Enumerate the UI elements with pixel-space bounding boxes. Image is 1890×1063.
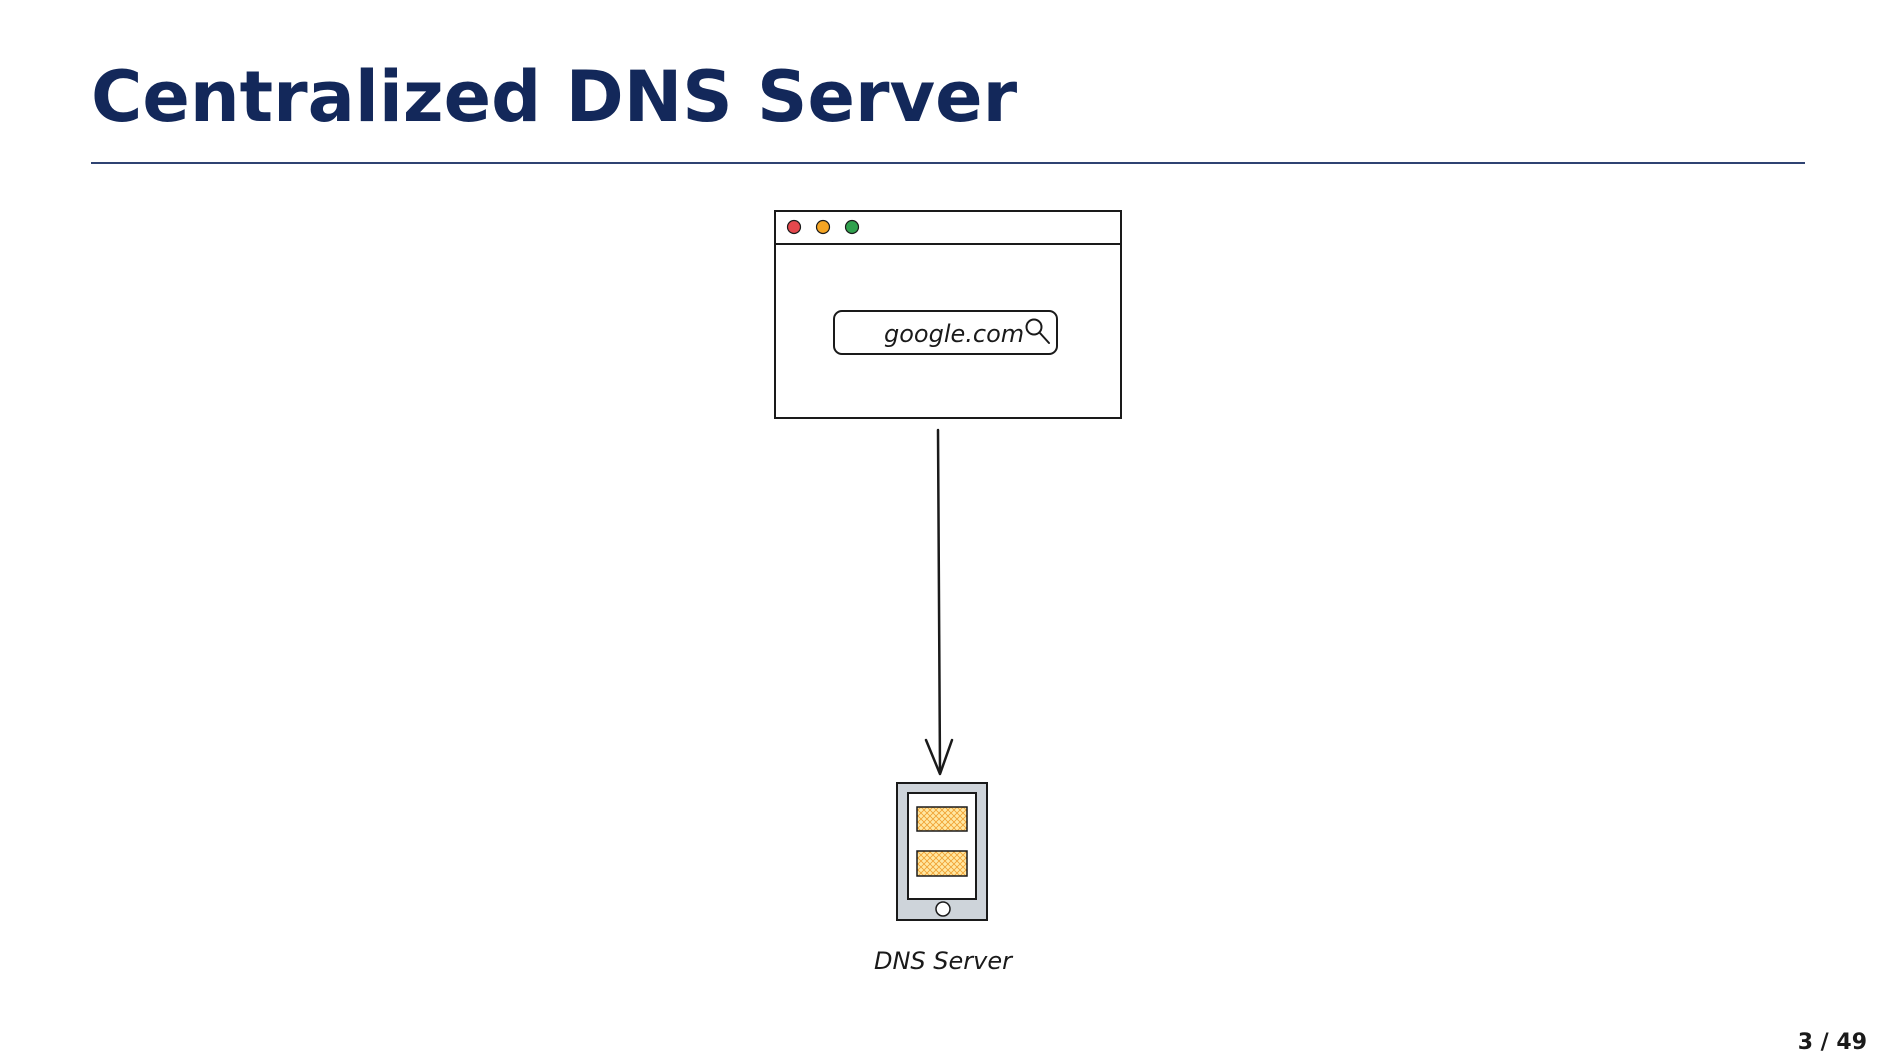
server-icon bbox=[896, 782, 988, 921]
minimize-dot-icon[interactable] bbox=[815, 219, 831, 235]
server-slot bbox=[916, 850, 968, 877]
slide-title: Centralized DNS Server bbox=[91, 56, 1018, 138]
server-button bbox=[935, 901, 951, 917]
search-value: google.com bbox=[884, 320, 1024, 348]
title-divider bbox=[91, 162, 1805, 164]
search-input[interactable] bbox=[833, 310, 1058, 355]
server-slot bbox=[916, 806, 968, 832]
search-bar[interactable]: google.com bbox=[833, 310, 1058, 355]
close-dot-icon[interactable] bbox=[786, 219, 802, 235]
browser-window: google.com bbox=[774, 210, 1122, 419]
maximize-dot-icon[interactable] bbox=[844, 219, 860, 235]
magnifier-icon[interactable] bbox=[1025, 318, 1050, 344]
page-number: 3 / 49 bbox=[1797, 1030, 1867, 1055]
query-arrow bbox=[924, 428, 954, 776]
server-label: DNS Server bbox=[874, 947, 1014, 975]
